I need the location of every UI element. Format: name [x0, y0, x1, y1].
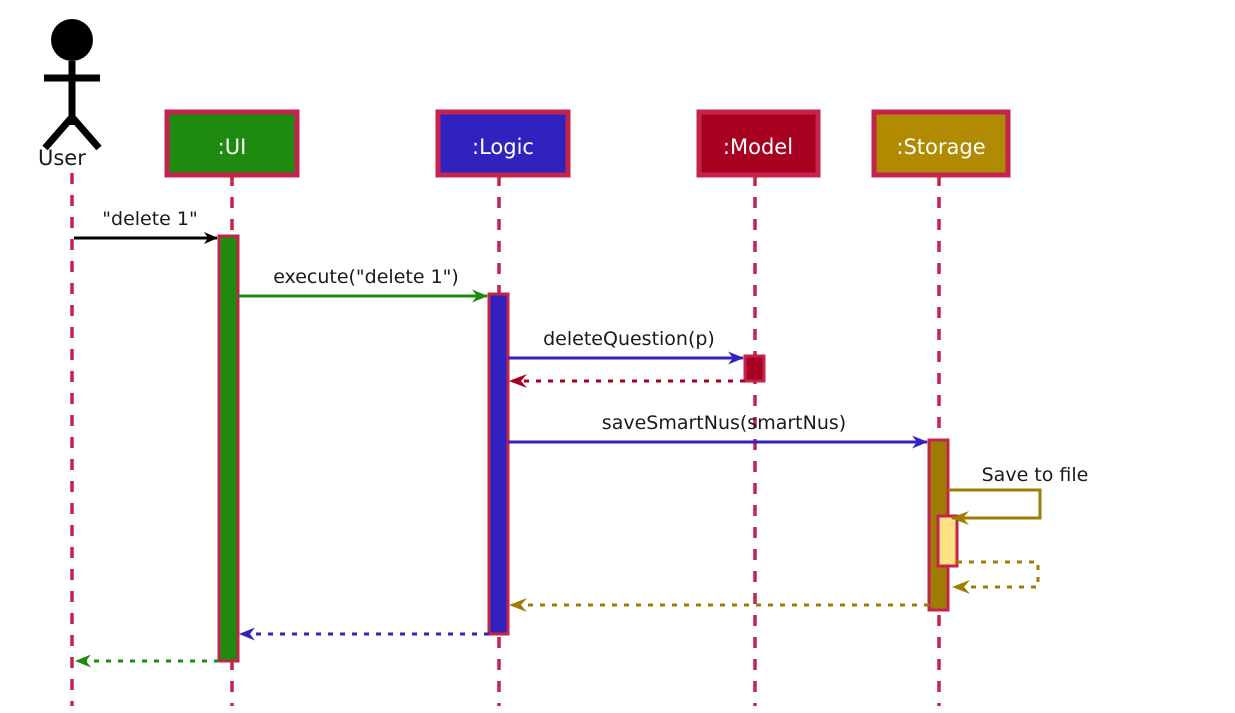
activation-bar-model: [743, 354, 766, 383]
participant-label-logic: :Logic: [472, 135, 534, 159]
participant-storage[interactable]: :Storage: [871, 109, 1011, 178]
activation-bar-storage-nested: [936, 514, 959, 568]
message-save-to-file: Save to file: [948, 464, 1089, 525]
message-delete-question: deleteQuestion(p): [508, 328, 744, 365]
message-label-save-to-file: Save to file: [982, 464, 1089, 486]
participant-model[interactable]: :Model: [696, 109, 821, 178]
participant-label-storage: :Storage: [896, 135, 985, 159]
actor-user: User: [38, 19, 102, 170]
message-label-execute: execute("delete 1"): [273, 266, 459, 288]
actor-leg-right-icon: [69, 114, 102, 151]
actor-leg-left-icon: [42, 114, 75, 151]
actor-head-icon: [51, 19, 93, 61]
message-save-smartnus: saveSmartNus(smartNus): [508, 412, 928, 449]
message-label-delete-1: "delete 1": [102, 208, 197, 230]
participant-logic[interactable]: :Logic: [435, 109, 571, 178]
message-label-delete-question: deleteQuestion(p): [543, 328, 715, 350]
participant-ui[interactable]: :UI: [164, 109, 300, 178]
participant-box-ui[interactable]: [164, 109, 300, 178]
message-delete-1: "delete 1": [74, 208, 218, 244]
message-label-save-smartnus: saveSmartNus(smartNus): [602, 412, 846, 434]
message-execute: execute("delete 1"): [238, 266, 488, 303]
activation-bar-logic: [487, 292, 510, 636]
message-arrow-self-return-storage: [952, 560, 1040, 594]
activation-bar-ui: [217, 234, 240, 663]
participant-label-model: :Model: [723, 135, 793, 159]
participant-box-logic[interactable]: [435, 109, 571, 178]
participant-box-model[interactable]: [696, 109, 821, 178]
actor-label: User: [38, 146, 86, 170]
message-self-return-storage: [952, 560, 1040, 594]
participant-label-ui: :UI: [218, 135, 247, 159]
participant-box-storage[interactable]: [871, 109, 1011, 178]
message-arrow-save-to-file: [948, 488, 1042, 525]
